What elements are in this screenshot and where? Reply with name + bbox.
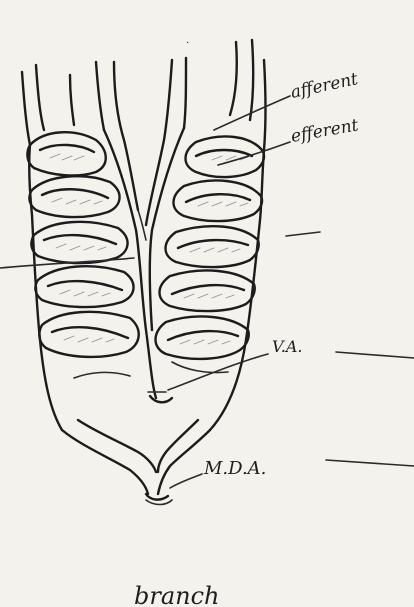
va-label: V.A. bbox=[272, 337, 302, 356]
caption-text: branch bbox=[134, 582, 220, 607]
top-mark: · bbox=[186, 38, 189, 49]
mda-label: M.D.A. bbox=[203, 458, 266, 479]
